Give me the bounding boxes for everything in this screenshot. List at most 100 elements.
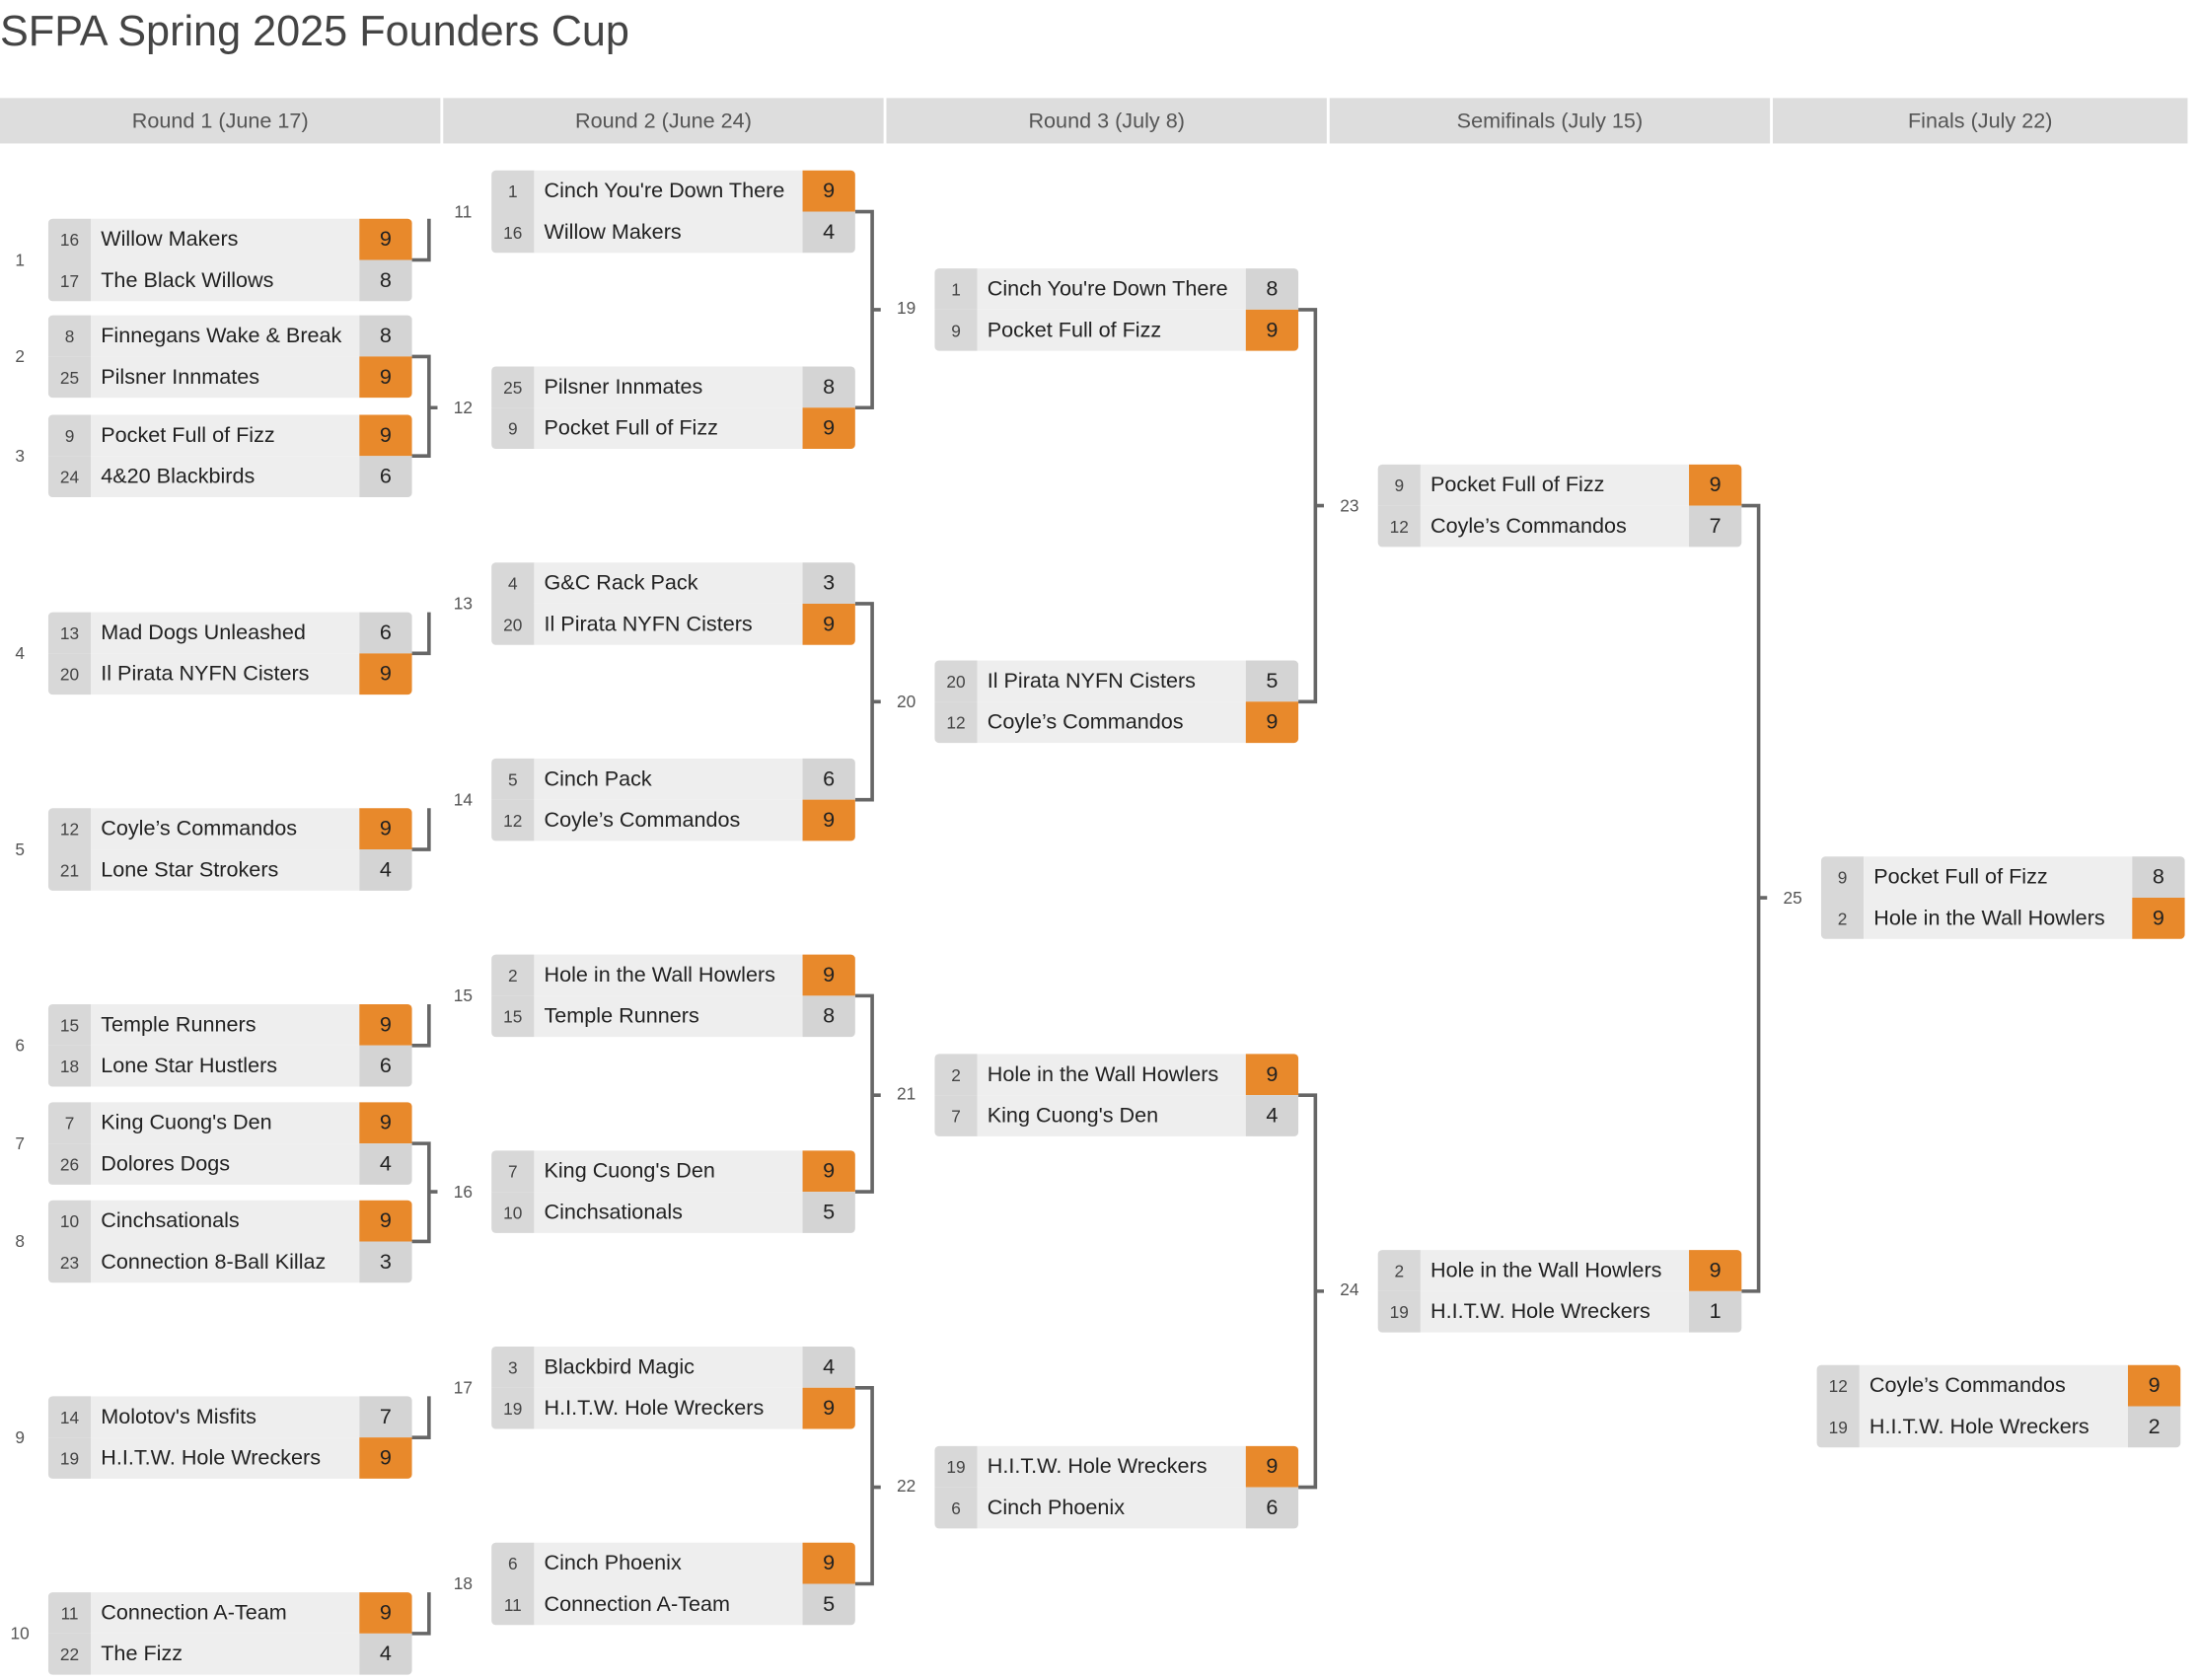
team-name[interactable]: Pilsner Innmates xyxy=(534,366,803,408)
team-name[interactable]: H.I.T.W. Hole Wreckers xyxy=(1859,1406,2128,1448)
team-name[interactable]: Pilsner Innmates xyxy=(91,356,360,399)
team-name[interactable]: Cinchsationals xyxy=(91,1200,360,1242)
team-name[interactable]: Hole in the Wall Howlers xyxy=(1420,1250,1690,1291)
team-name[interactable]: Il Pirata NYFN Cisters xyxy=(977,660,1246,702)
team-name[interactable]: King Cuong's Den xyxy=(977,1095,1246,1136)
team-name[interactable]: Dolores Dogs xyxy=(91,1143,360,1185)
team-name[interactable]: Finnegans Wake & Break xyxy=(91,315,360,357)
team-name[interactable]: Temple Runners xyxy=(91,1004,360,1046)
team-name[interactable]: Molotov's Misfits xyxy=(91,1396,360,1438)
team-name[interactable]: Connection A-Team xyxy=(91,1592,360,1634)
team-name[interactable]: Hole in the Wall Howlers xyxy=(534,954,803,996)
team-name[interactable]: The Black Willows xyxy=(91,259,360,302)
team-name[interactable]: Lone Star Hustlers xyxy=(91,1045,360,1087)
team-name[interactable]: H.I.T.W. Hole Wreckers xyxy=(534,1387,803,1429)
team-name[interactable]: King Cuong's Den xyxy=(91,1102,360,1144)
team-name[interactable]: Hole in the Wall Howlers xyxy=(1864,898,2133,939)
team-name[interactable]: Il Pirata NYFN Cisters xyxy=(534,603,803,645)
team-name[interactable]: Cinch Phoenix xyxy=(977,1487,1246,1529)
team-name[interactable]: Pocket Full of Fizz xyxy=(1420,464,1690,506)
team-name[interactable]: Coyle’s Commandos xyxy=(534,799,803,841)
team-name[interactable]: H.I.T.W. Hole Wreckers xyxy=(977,1445,1246,1488)
team-name[interactable]: H.I.T.W. Hole Wreckers xyxy=(91,1437,360,1479)
team-name[interactable]: Coyle’s Commandos xyxy=(977,701,1246,744)
team-name[interactable]: Mad Dogs Unleashed xyxy=(91,612,360,654)
team-name[interactable]: King Cuong's Den xyxy=(534,1150,803,1193)
team-name[interactable]: H.I.T.W. Hole Wreckers xyxy=(1420,1290,1690,1333)
team-name[interactable]: Willow Makers xyxy=(91,218,360,260)
team-name[interactable]: Coyle’s Commandos xyxy=(91,808,360,850)
team-name[interactable]: Cinch You're Down There xyxy=(534,170,803,212)
team-name[interactable]: Temple Runners xyxy=(534,995,803,1038)
team-name[interactable]: Cinch Phoenix xyxy=(534,1542,803,1584)
team-name[interactable]: Lone Star Strokers xyxy=(91,849,360,891)
team-name[interactable]: Pocket Full of Fizz xyxy=(977,309,1246,351)
team-name[interactable]: Cinch You're Down There xyxy=(977,268,1246,310)
team-name[interactable]: Cinchsationals xyxy=(534,1192,803,1233)
team-name[interactable]: Hole in the Wall Howlers xyxy=(977,1054,1246,1096)
team-name[interactable]: The Fizz xyxy=(91,1633,360,1675)
team-name[interactable]: Pocket Full of Fizz xyxy=(534,407,803,450)
